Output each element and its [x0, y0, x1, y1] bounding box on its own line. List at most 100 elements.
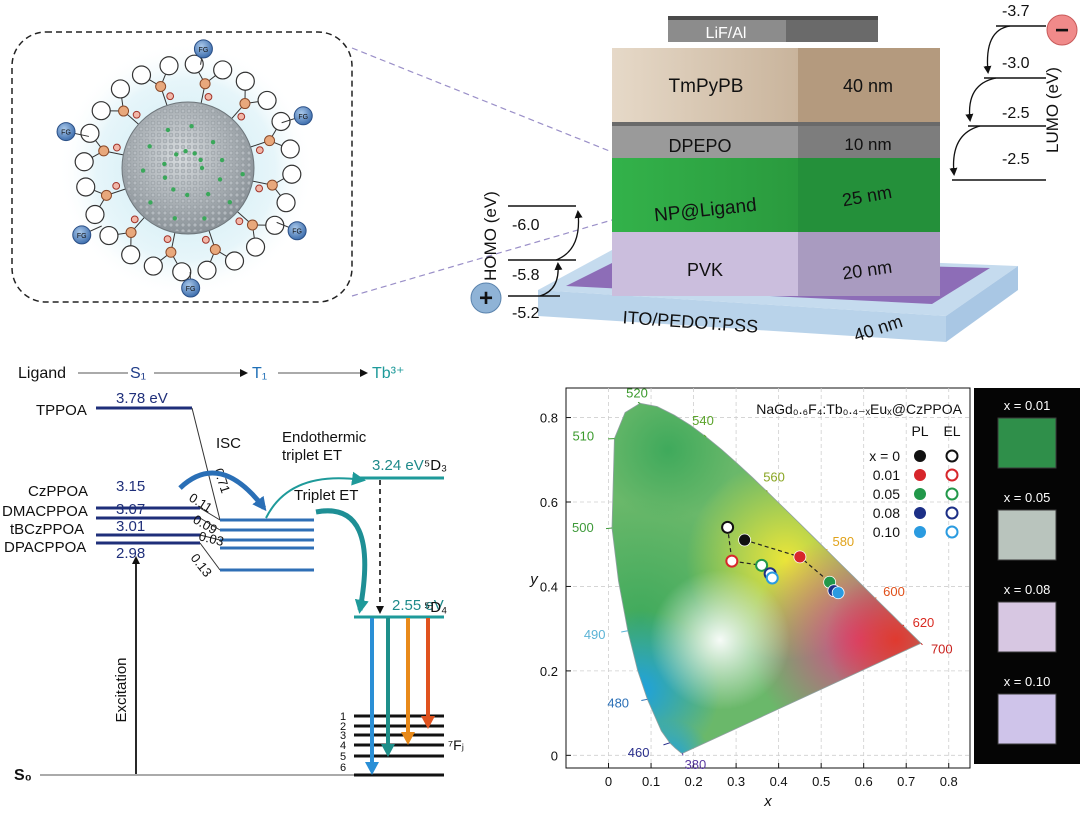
- device-photo-label: x = 0.05: [1004, 490, 1051, 505]
- cie-legend-el-marker: [945, 468, 959, 482]
- dopant-dot: [162, 161, 167, 167]
- dopant-dot: [140, 168, 146, 173]
- cie-data-points: [721, 520, 845, 600]
- dopant-dot: [240, 172, 245, 177]
- cie-wavelength-label: 500: [572, 520, 594, 535]
- cie-wavelength-tick: [826, 548, 828, 551]
- electron-symbol: −: [1055, 17, 1069, 44]
- phenyl-ring: [74, 152, 94, 172]
- dopant-dot: [192, 151, 197, 156]
- cie-y-tick-label: 0.8: [540, 411, 558, 426]
- tmpypb-layer-right: [798, 48, 940, 122]
- cie-title: NaGd₀.₆F₄:Tb₀.₄₋ₓEuₓ@CzPPOA: [756, 401, 962, 417]
- f-number-3: 3: [340, 730, 346, 742]
- lumo-diagram: LUMO (eV) -3.7 -3.0 -2.5 -2.5 −: [949, 3, 1078, 181]
- cie-legend-pl-marker: [914, 450, 926, 462]
- dopant-dot: [227, 199, 233, 205]
- cie-point-el: [765, 571, 779, 585]
- homo-hop-arrow-2: [555, 210, 583, 261]
- tmpypb-layer-left: [612, 48, 798, 122]
- cie-wavelength-label: 700: [931, 641, 953, 656]
- cie-legend-pl-marker: [914, 526, 926, 538]
- phenyl-ring: [172, 262, 192, 282]
- homo-value-2: -5.8: [512, 267, 540, 284]
- cie-point-el: [725, 554, 739, 568]
- dopant-dot: [162, 175, 168, 180]
- ito-base-front: [538, 290, 946, 342]
- cie-wavelength-label: 540: [692, 413, 714, 428]
- dopant-dot: [199, 165, 205, 171]
- dopant-dot: [219, 157, 225, 163]
- ligand-name-czppoa: CzPPOA: [28, 483, 88, 500]
- cie-xlabel: x: [763, 793, 772, 810]
- device-photo: [997, 601, 1057, 653]
- cie-x-tick-label: 0.3: [727, 774, 745, 789]
- phosphorus-atom: [155, 80, 167, 92]
- phosphorus-atom: [264, 135, 276, 147]
- ligand-energy-tbcz: 3.01: [116, 518, 145, 535]
- functional-group-label: FG: [61, 130, 71, 137]
- cie-legend-el-marker: [945, 449, 959, 463]
- cie-legend-header-pl: PL: [911, 423, 928, 439]
- phenyl-ring: [85, 204, 105, 225]
- oxygen-atom: [201, 235, 210, 244]
- cie-y-tick-label: 0: [551, 748, 558, 763]
- cie-y-tick-label: 0.6: [540, 495, 558, 510]
- phenyl-ring: [282, 164, 302, 184]
- functional-group-icon: [193, 39, 213, 59]
- oxygen-atom: [132, 110, 141, 119]
- ligand-name-tppoa: TPPOA: [36, 402, 87, 419]
- connector-dmac: [199, 517, 221, 531]
- phosphorus-atom: [246, 219, 258, 231]
- functional-group-icon: [181, 278, 201, 298]
- phenyl-ring: [80, 123, 100, 143]
- dopant-dot: [171, 187, 176, 192]
- emission-arrow-orange-head: [401, 732, 415, 745]
- ligand-energy-dpac: 2.98: [116, 545, 145, 562]
- homo-axis-label: HOMO (eV): [481, 191, 500, 281]
- cie-wavelength-tick: [641, 698, 648, 701]
- cie-ylabel: y: [529, 571, 539, 588]
- phenyl-ring: [143, 256, 163, 276]
- lumo-hop-arrow-1: [983, 25, 1011, 74]
- nanoparticle-lattice: [124, 104, 252, 232]
- cie-point-pl: [738, 533, 752, 547]
- excitation-label: Excitation: [113, 657, 130, 722]
- pvk-layer-right: [798, 232, 940, 296]
- dopant-dot: [172, 216, 177, 221]
- endothermic-label-1: Endothermic: [282, 429, 367, 446]
- lumo-hop-arrow-2: [965, 77, 997, 122]
- emission-arrow-red-head: [421, 716, 435, 729]
- emission-arrows: [365, 618, 435, 775]
- cie-wavelength-tick: [605, 527, 613, 530]
- d4-label: ⁵D₄: [424, 599, 447, 616]
- functional-group-label: FG: [77, 233, 87, 240]
- f-number-6: 6: [340, 762, 346, 774]
- cie-legend-label: 0.01: [873, 467, 900, 483]
- oxygen-atom: [112, 143, 121, 152]
- energy-header-tb: Tb³⁺: [372, 365, 404, 382]
- d3-label: ⁵D₃: [424, 457, 447, 474]
- d3-energy: 3.24 eV: [372, 457, 424, 474]
- phosphorus-atom: [98, 145, 110, 157]
- oxygen-atom: [255, 146, 264, 155]
- dopant-dot: [165, 127, 171, 133]
- emission-arrow-teal-head: [381, 744, 395, 757]
- dopant-dot: [217, 177, 223, 182]
- dopant-dot: [185, 192, 190, 198]
- connector-dpac: [199, 542, 221, 571]
- phosphorus-atom: [239, 98, 251, 110]
- cie-x-tick-label: 0.5: [812, 774, 830, 789]
- dopant-dot: [174, 152, 179, 157]
- gap-value-4: 0.03: [197, 528, 225, 549]
- pvk-layer-left: [612, 232, 798, 296]
- cie-y-tick-label: 0.2: [540, 664, 558, 679]
- f-number-4: 4: [340, 740, 346, 752]
- hole-icon: [470, 282, 502, 314]
- hole-symbol: +: [479, 285, 493, 312]
- device-photo-label: x = 0.01: [1004, 398, 1051, 413]
- cie-legend-el-marker: [945, 487, 959, 501]
